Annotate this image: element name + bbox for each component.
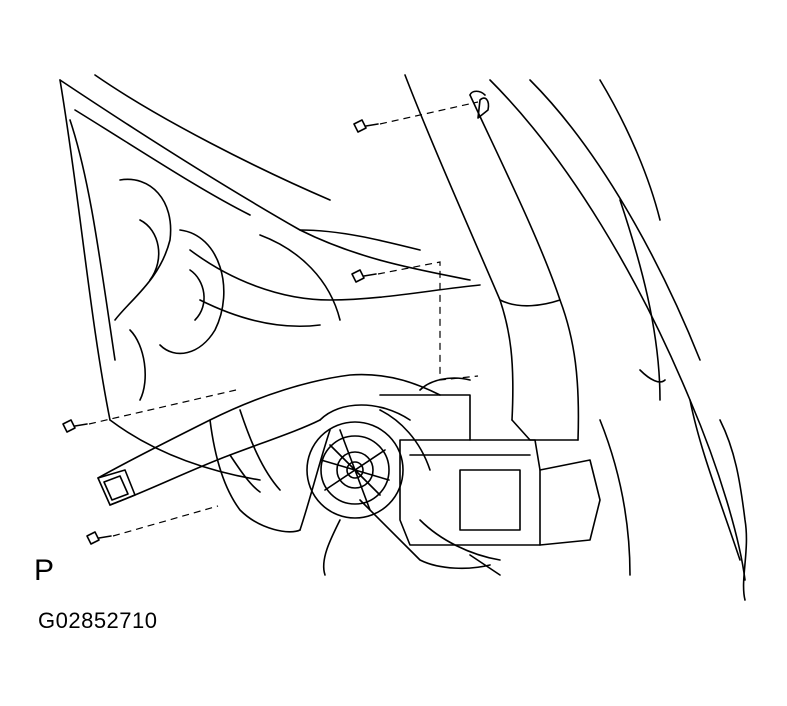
leader-lines xyxy=(88,101,479,537)
wiring-harness xyxy=(189,249,501,576)
door-opening-frame xyxy=(489,79,748,601)
view-label: P xyxy=(34,554,55,587)
body-panel xyxy=(59,74,471,481)
figure-code: G02852710 xyxy=(38,608,158,633)
control-module xyxy=(379,377,601,546)
bolt-top xyxy=(353,119,379,133)
bolt-left-upper xyxy=(62,419,88,433)
air-duct xyxy=(97,373,441,533)
bolt-middle xyxy=(351,269,377,283)
blower-motor xyxy=(306,404,431,519)
pillar-trim xyxy=(404,74,580,441)
bolt-left-lower xyxy=(86,531,112,545)
